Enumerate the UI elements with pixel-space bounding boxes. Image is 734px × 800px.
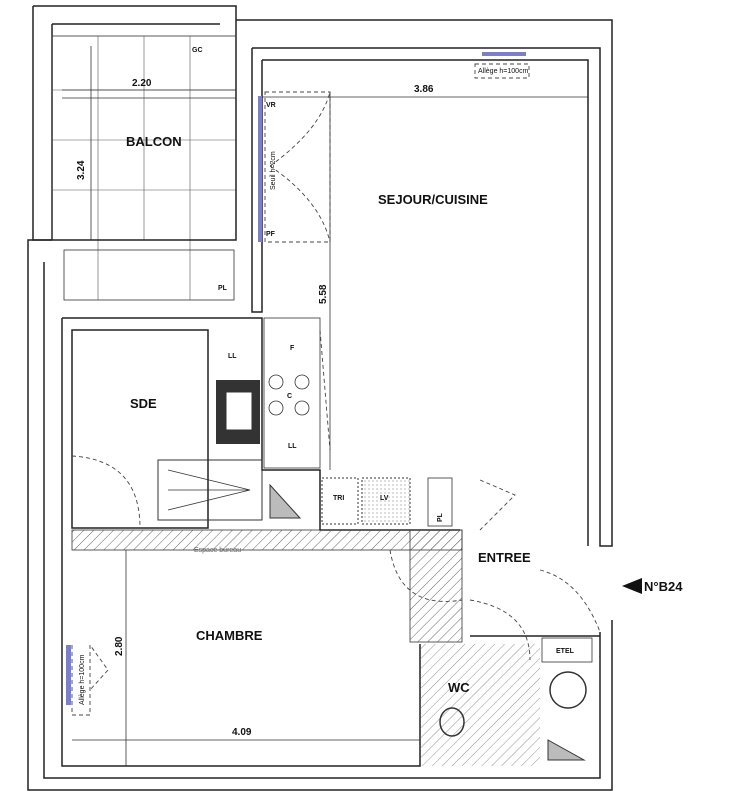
hatched-wall [71,529,463,551]
hatched-wall-vertical [409,529,463,643]
tri-bin [321,477,359,525]
label-fridge: F [290,345,295,352]
washbasin-bowl [225,391,253,431]
label-lv: LV [380,495,389,502]
label-ll-kitchen: LL [288,443,297,450]
label-pl-balcon: PL [218,285,228,292]
dishwasher [361,477,411,525]
room-label-balcon: BALCON [126,134,182,149]
label-pl-entree: PL [437,512,444,522]
label-tri: TRI [333,495,344,502]
window-sejour-balcony [258,96,262,242]
dim-sejour-width: 3.86 [414,84,434,95]
label-vr: VR [266,102,276,109]
room-label-wc: WC [448,680,470,695]
dimension-lines [62,89,588,766]
label-etel: ETEL [556,648,575,655]
room-label-sde: SDE [130,396,157,411]
dim-chambre-width: 4.09 [232,727,252,738]
wc-hatch [420,644,540,766]
unit-arrow-icon [622,578,642,594]
window-chambre [66,645,71,705]
dim-balcon-width: 2.20 [132,78,152,89]
room-label-chambre: CHAMBRE [196,628,263,643]
label-gc: GC [192,47,203,54]
dim-balcon-depth: 3.24 [76,160,87,180]
label-pf: PF [266,231,276,238]
wc-cabinet-triangle [547,739,586,761]
dim-sejour-depth: 5.58 [318,284,329,304]
unit-marker: N°B24 [622,578,683,594]
pl-cabinet [427,477,453,527]
window-sejour-top [482,52,526,56]
label-espace-bureau: Espace bureau [194,547,241,554]
label-allege-sejour: Allège h=100cm [478,68,529,75]
kitchen-counter [263,317,331,469]
toilet [439,707,465,737]
etel-box [541,637,593,663]
label-ll-sde: LL [228,353,237,360]
dim-chambre-depth: 2.80 [114,636,125,656]
room-label-sejour: SEJOUR/CUISINE [378,192,488,207]
label-seuil: Seuil h=2cm [270,151,277,190]
shower [157,459,263,521]
label-allege-chambre: Allège h=100cm [79,654,86,705]
unit-label: N°B24 [644,579,683,594]
walls [27,19,613,791]
water-heater [549,671,587,709]
label-cooktop: C [287,393,292,400]
balcony [32,5,237,301]
cabinet-triangle [269,483,302,519]
room-label-entree: ENTREE [478,550,531,565]
